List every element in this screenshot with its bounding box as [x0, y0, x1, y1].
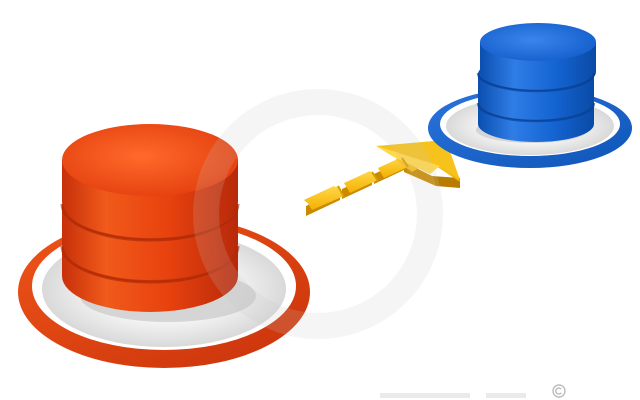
database-icon [60, 124, 240, 312]
target-database [428, 23, 632, 168]
copyright-icon [552, 384, 566, 398]
arrow-right-icon [304, 140, 460, 216]
transfer-arrow [304, 140, 460, 216]
source-database [18, 124, 310, 368]
watermark-footer [380, 393, 526, 398]
watermark-arcs [193, 89, 443, 339]
database-icon [476, 23, 596, 142]
